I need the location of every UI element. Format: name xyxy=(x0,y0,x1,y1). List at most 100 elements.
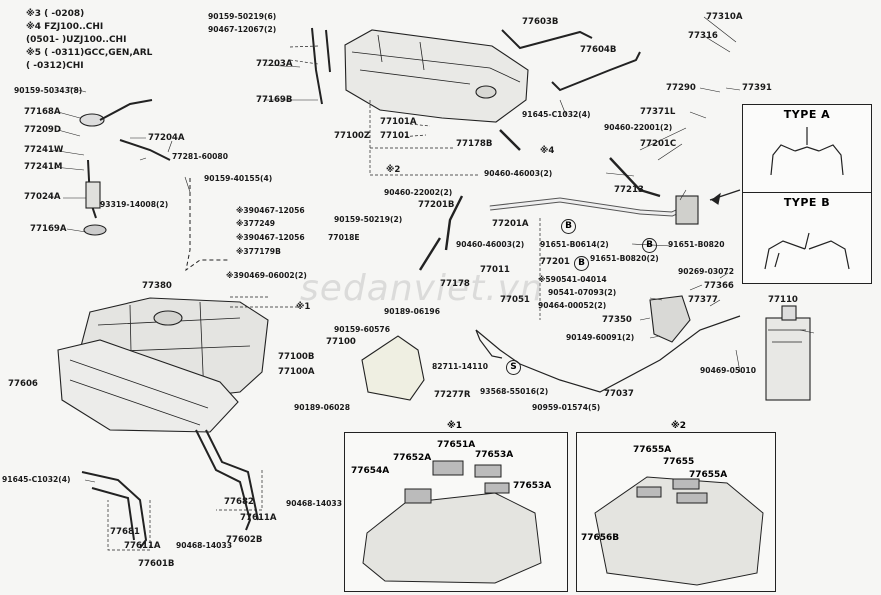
type-a-strap-icon xyxy=(770,127,844,176)
type-a-title: TYPE A xyxy=(783,108,831,121)
part-label: 77391 xyxy=(742,83,772,93)
inset-1-tank-shape xyxy=(362,460,542,584)
circle-s-marker: S xyxy=(506,360,521,375)
part-label: 90468-14033 xyxy=(286,499,342,508)
part-label: 77606 xyxy=(8,379,38,389)
part-label: 77201A xyxy=(492,219,529,229)
part-label: 90460-22002(2) xyxy=(384,188,453,197)
strap-77601b-shape xyxy=(81,471,148,549)
part-label: ※377179B xyxy=(236,247,281,256)
part-label: 77051 xyxy=(500,295,530,305)
part-label: ※390467-12056 xyxy=(236,233,305,242)
part-label: 90959-01574(5) xyxy=(532,403,601,412)
part-label: 77018E xyxy=(328,233,360,242)
part-label: 77201C xyxy=(640,139,677,149)
part-label: 90159-50219(2) xyxy=(334,215,403,224)
part-label: 90541-07093(2) xyxy=(548,288,617,297)
legend-line: ※5 ( -0311)GCC,GEN,ARL xyxy=(26,48,153,58)
part-label: 77377 xyxy=(688,295,718,305)
inset-1-part: 77653A xyxy=(513,481,552,491)
inset-1-part: 77652A xyxy=(393,453,432,463)
part-label: 82711-14110 xyxy=(432,362,488,371)
inset-1: ※1 77651A 77652A 77653A 77654A 77653A xyxy=(344,421,568,592)
legend-notes: ※3 ( -0208) ※4 FZJ100..CHI (0501- )UZJ10… xyxy=(26,8,152,73)
part-label: 77100B xyxy=(278,352,315,362)
part-label: 90467-12067(2) xyxy=(208,25,277,34)
type-b-title: TYPE B xyxy=(783,196,831,209)
part-label: 77169A xyxy=(30,224,67,234)
part-label: 77611A xyxy=(240,513,277,523)
legend-line: ※3 ( -0208) xyxy=(26,9,85,19)
part-label: 93319-14008(2) xyxy=(100,200,169,209)
part-label: 77169B xyxy=(256,95,293,105)
part-label: 77011 xyxy=(480,265,510,275)
part-label: 90460-46003(2) xyxy=(456,240,525,249)
legend-line: (0501- )UZJ100..CHI xyxy=(26,35,127,45)
part-label: 77380 xyxy=(142,281,172,291)
part-label: ※590541-04014 xyxy=(538,275,607,284)
part-label: 90159-60576 xyxy=(334,325,390,334)
circle-b-marker: B xyxy=(642,238,657,253)
part-label: ※2 xyxy=(386,165,401,175)
part-label: 90149-60091(2) xyxy=(566,333,635,342)
part-label: 77290 xyxy=(666,83,696,93)
part-label: 77277R xyxy=(434,390,471,400)
part-label: 77310A xyxy=(706,12,743,22)
vent-line-shape xyxy=(475,315,741,393)
part-label: ※1 xyxy=(296,302,311,312)
fuel-pump-assy-shape xyxy=(79,99,171,236)
inset-2-part: 77655A xyxy=(689,470,728,480)
inset-1-mark: ※1 xyxy=(447,421,463,431)
part-label: 91651-B0820 xyxy=(668,240,725,249)
part-label: 77024A xyxy=(24,192,61,202)
part-label: 77366 xyxy=(704,281,734,291)
inset-1-part: 77653A xyxy=(475,450,514,460)
inset-2-part: 77656B xyxy=(581,533,620,543)
part-label: 77281-60080 xyxy=(172,152,228,161)
part-label: 77178B xyxy=(456,139,493,149)
part-label: 90468-14033 xyxy=(176,541,232,550)
part-label: 77603B xyxy=(522,17,559,27)
strap-77602b-shape xyxy=(195,429,259,531)
part-label: 77604B xyxy=(580,45,617,55)
sub-tank-shape xyxy=(344,29,529,123)
strap-77603b-shape xyxy=(501,29,593,50)
part-label: 77611A xyxy=(124,541,161,551)
part-label: 91645-C1032(4) xyxy=(522,110,591,119)
part-label: 77100Z xyxy=(334,131,371,141)
part-label: 90269-03072 xyxy=(678,267,734,276)
part-label: 90469-05010 xyxy=(700,366,756,375)
circle-b-marker: B xyxy=(574,256,589,271)
part-label: 77203A xyxy=(256,59,293,69)
part-label: 77100A xyxy=(278,367,315,377)
canister-shape xyxy=(765,305,811,401)
part-label: ※390469-06002(2) xyxy=(226,271,307,280)
part-label: 77681 xyxy=(110,527,140,537)
part-label: 91645-C1032(4) xyxy=(2,475,71,484)
part-label: 77241M xyxy=(24,162,63,172)
part-label: 77213 xyxy=(614,185,644,195)
part-label: 77110 xyxy=(768,295,798,305)
part-label: 77601B xyxy=(138,559,175,569)
part-label: 77371L xyxy=(640,107,676,117)
type-b-box: TYPE B xyxy=(742,192,872,284)
part-label: 90189-06196 xyxy=(384,307,440,316)
part-label: 77201 xyxy=(540,257,570,267)
part-label: 90189-06028 xyxy=(294,403,350,412)
part-label: 77168A xyxy=(24,107,61,117)
inset-2-part: 77655A xyxy=(633,445,672,455)
part-label: ※4 xyxy=(540,146,555,156)
part-label: 90460-46003(2) xyxy=(484,169,553,178)
part-label: 77209D xyxy=(24,125,62,135)
part-label: 90464-00052(2) xyxy=(538,301,607,310)
part-label: 77316 xyxy=(688,31,718,41)
part-label: 77178 xyxy=(440,279,470,289)
part-label: 91651-B0614(2) xyxy=(540,240,609,249)
part-label: 77201B xyxy=(418,200,455,210)
legend-line: ※4 FZJ100..CHI xyxy=(26,22,104,32)
part-label: 77037 xyxy=(604,389,634,399)
part-label: 77350 xyxy=(602,315,632,325)
inset-1-part: 77651A xyxy=(437,440,476,450)
